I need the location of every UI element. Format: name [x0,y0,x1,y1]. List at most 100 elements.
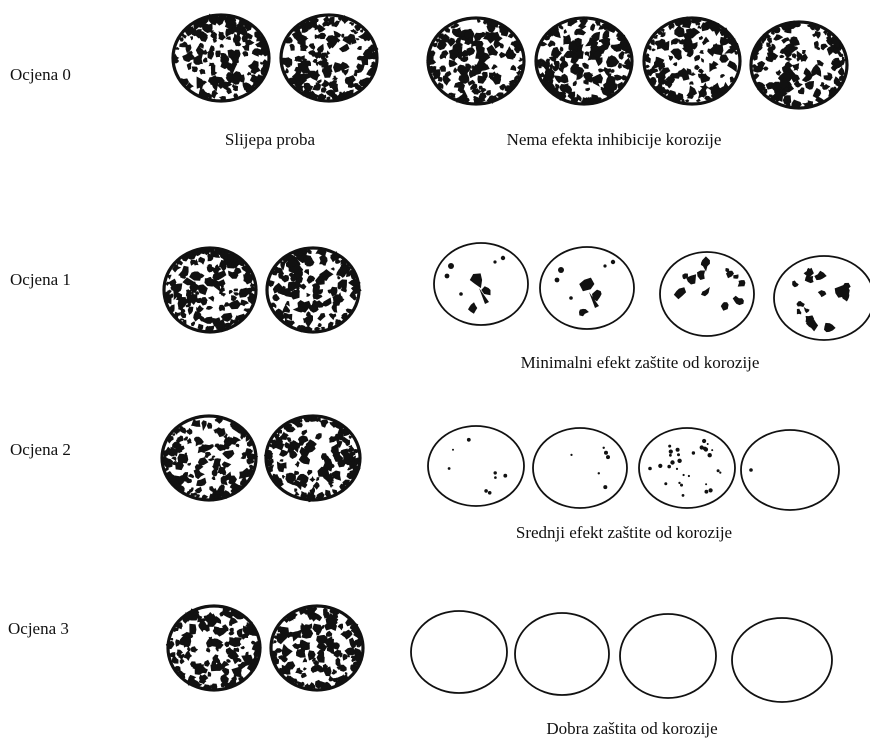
grade-row-3: Ocjena 3 Dobra zaštita od korozije [8,606,832,738]
corrosion-dot [606,455,610,459]
corrosion-dot [688,475,690,477]
corrosion-spot [448,263,454,269]
corrosion-patch [246,24,251,29]
specimen-outline [620,614,716,698]
test-specimen-1-0 [434,243,528,325]
corrosion-dot [678,482,680,484]
corrosion-dot [703,447,707,451]
blank-specimen-3-1 [270,606,363,690]
corrosion-patch [215,51,220,58]
test-specimen-0-1 [536,16,633,104]
specimen-outline [533,428,627,508]
corrosion-dot [467,438,471,442]
corrosion-dot [448,467,451,470]
blank-specimen-0-0 [173,14,269,102]
corrosion-dot [570,454,572,456]
corrosion-dot [680,484,683,487]
corrosion-dot [682,494,685,497]
test-specimen-2-0 [428,426,524,506]
corrosion-dot [708,453,712,457]
grade-label-3: Ocjena 3 [8,619,69,638]
test-specimen-3-2 [620,614,716,698]
specimen-outline [411,611,507,693]
specimen-outline [428,426,524,506]
corrosion-patch [192,420,201,427]
corrosion-dot [677,453,680,456]
grade-row-1: Ocjena 1 Minimalni efekt zaštite od koro… [10,243,870,372]
corrosion-dot [670,460,674,464]
corrosion-spot [569,296,573,300]
corrosion-spot [603,264,606,267]
corrosion-dot [719,472,721,474]
corrosion-dot [749,468,753,472]
corrosion-dot [604,451,608,455]
test-specimen-0-0 [426,18,524,105]
test-specimen-2-2 [639,428,735,508]
corrosion-dot [683,474,685,476]
corrosion-patch [445,29,449,32]
specimen-outline [639,428,735,508]
corrosion-dot [711,449,713,451]
result-caption-0: Nema efekta inhibicije korozije [507,130,722,149]
corrosion-dot [488,491,492,495]
test-specimen-3-1 [515,613,609,695]
corrosion-dot [484,489,488,493]
corrosion-spot [445,274,450,279]
blank-specimen-1-1 [267,248,362,332]
grade-row-0: Ocjena 0 Slijepa proba Nema efekta inhib… [10,14,847,149]
corrosion-dot [503,474,507,478]
corrosion-spot [558,267,564,273]
result-caption-1: Minimalni efekt zaštite od korozije [521,353,760,372]
corrosion-dot [452,449,454,451]
grade-row-2: Ocjena 2 Srednji efekt zaštite od korozi… [10,415,839,542]
corrosion-dot [705,483,707,485]
grade-label-0: Ocjena 0 [10,65,71,84]
corrosion-dot [668,445,671,448]
corrosion-spot [493,260,496,263]
corrosion-dot [717,469,720,472]
corrosion-dot [603,447,605,449]
corrosion-dot [702,439,706,443]
corrosion-dot [669,454,672,457]
test-specimen-1-1 [540,247,634,329]
specimen-outline [732,618,832,702]
corrosion-dot [603,485,607,489]
corrosion-dot [707,443,709,445]
test-specimen-3-3 [732,618,832,702]
test-specimen-3-0 [411,611,507,693]
corrosion-dot [494,476,497,479]
corrosion-dot [658,464,662,468]
grade-label-1: Ocjena 1 [10,270,71,289]
corrosion-dot [676,448,680,452]
test-specimen-2-1 [533,428,627,508]
test-specimen-1-2 [660,252,754,336]
test-specimen-0-3 [751,20,847,109]
corrosion-spot [555,278,560,283]
corrosion-spot [611,260,615,264]
grade-label-2: Ocjena 2 [10,440,71,459]
specimen-outline [774,256,870,340]
result-caption-2: Srednji efekt zaštite od korozije [516,523,732,542]
corrosion-dot [677,459,681,463]
corrosion-dot [648,467,652,471]
blank-specimen-2-0 [161,416,258,501]
corrosion-dot [598,472,600,474]
corrosion-dot [705,490,709,494]
blank-caption: Slijepa proba [225,130,316,149]
corrosion-spot [738,280,746,287]
specimen-outline [515,613,609,695]
corrosion-dot [494,471,497,474]
blank-specimen-1-0 [164,246,258,332]
corrosion-dot [709,488,713,492]
corrosion-dot [667,465,671,469]
specimen-outline [741,430,839,510]
test-specimen-2-3 [741,430,839,510]
blank-specimen-3-0 [166,606,262,691]
result-caption-3: Dobra zaštita od korozije [546,719,717,738]
corrosion-spot [459,292,463,296]
corrosion-dot [676,468,678,470]
corrosion-dot [692,451,695,454]
blank-specimen-2-1 [264,415,361,502]
corrosion-dot [669,450,673,454]
